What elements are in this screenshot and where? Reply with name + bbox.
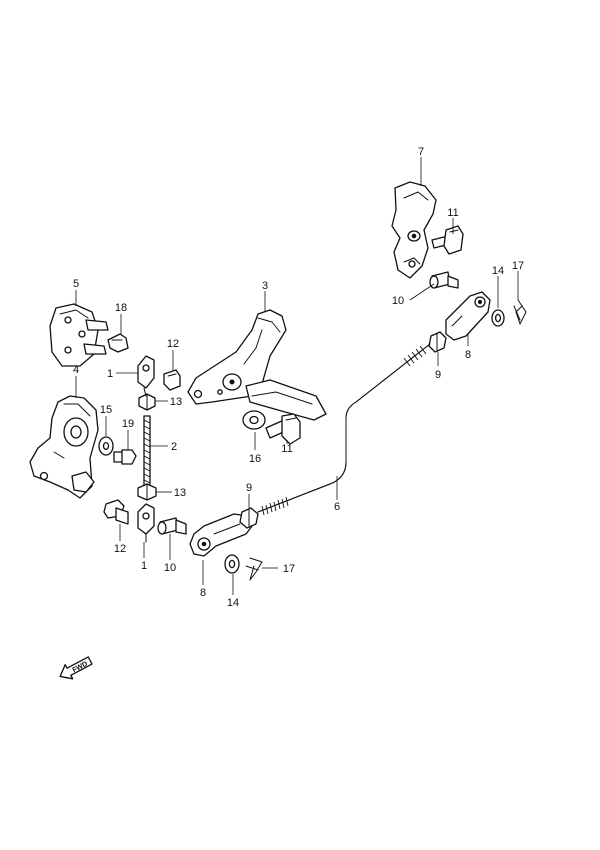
callout-13-lower: 13 [174,487,186,499]
bracket-part-7 [391,181,437,279]
bolt-part-11-upper [431,225,464,255]
rod-thread-lower [261,496,289,516]
callout-labels: 7 11 10 14 17 8 9 3 6 16 11 5 18 12 1 13… [73,146,524,609]
bolt-part-18 [107,333,129,353]
callout-11-lower: 11 [281,443,292,455]
washer-part-14-lower [224,554,240,574]
lever-part-3 [187,309,327,421]
pin-part-10-lower [157,517,187,535]
callout-14-lower: 14 [227,597,239,609]
callout-1-lower: 1 [141,560,147,572]
rod-thread-upper [403,345,427,367]
forward-direction-label: FWD [72,661,89,675]
callout-14-upper: 14 [492,265,504,277]
bolt-part-19 [113,449,137,465]
callout-18: 18 [115,302,127,314]
housing-part-4 [29,395,99,499]
callout-10-lower: 10 [164,562,176,574]
bolt-part-12-upper [163,369,181,391]
callout-5: 5 [73,278,79,290]
callout-15: 15 [100,404,112,416]
callout-11-upper: 11 [447,207,458,219]
rod-part-6 [257,343,431,516]
link-rod-part-2 [143,415,151,491]
callout-12-lower: 12 [114,543,126,555]
rod-end-part-8-upper [445,291,491,341]
callout-4: 4 [73,364,79,376]
pin-part-10-upper [429,271,459,289]
callout-13-upper: 13 [170,396,182,408]
callout-17-upper: 17 [512,260,524,272]
callout-3: 3 [262,280,268,292]
nut-part-13-lower [137,483,157,501]
washer-part-16 [242,410,266,430]
bolt-part-11-lower [265,413,301,445]
callout-2: 2 [171,441,177,453]
clip-part-17-lower [245,557,263,581]
washer-part-15 [98,436,114,456]
callout-8-upper: 8 [465,349,471,361]
callout-1-upper: 1 [107,368,113,380]
callout-6: 6 [334,501,340,513]
callout-19: 19 [122,418,134,430]
rod-end-part-8-lower [189,513,253,557]
plate-part-5 [49,303,109,367]
callout-10-upper: 10 [392,295,404,307]
callout-9-upper: 9 [435,369,441,381]
callout-8-lower: 8 [200,587,206,599]
callout-16: 16 [249,453,261,465]
nut-part-9-lower [239,507,259,529]
bolt-part-12-lower [103,499,129,525]
callout-17-lower: 17 [283,563,295,575]
callout-7: 7 [418,146,424,158]
callout-12-upper: 12 [167,338,179,350]
ball-joint-part-1-upper [137,355,155,397]
nut-part-13-upper [138,393,156,411]
forward-direction-arrow: FWD [59,656,93,680]
washer-part-14-upper [491,309,505,327]
leader-lines [75,157,519,595]
clip-part-17-upper [513,299,527,325]
ball-joint-part-1-lower [137,503,155,543]
callout-9-lower: 9 [246,482,252,494]
nut-part-9-upper [428,331,447,353]
